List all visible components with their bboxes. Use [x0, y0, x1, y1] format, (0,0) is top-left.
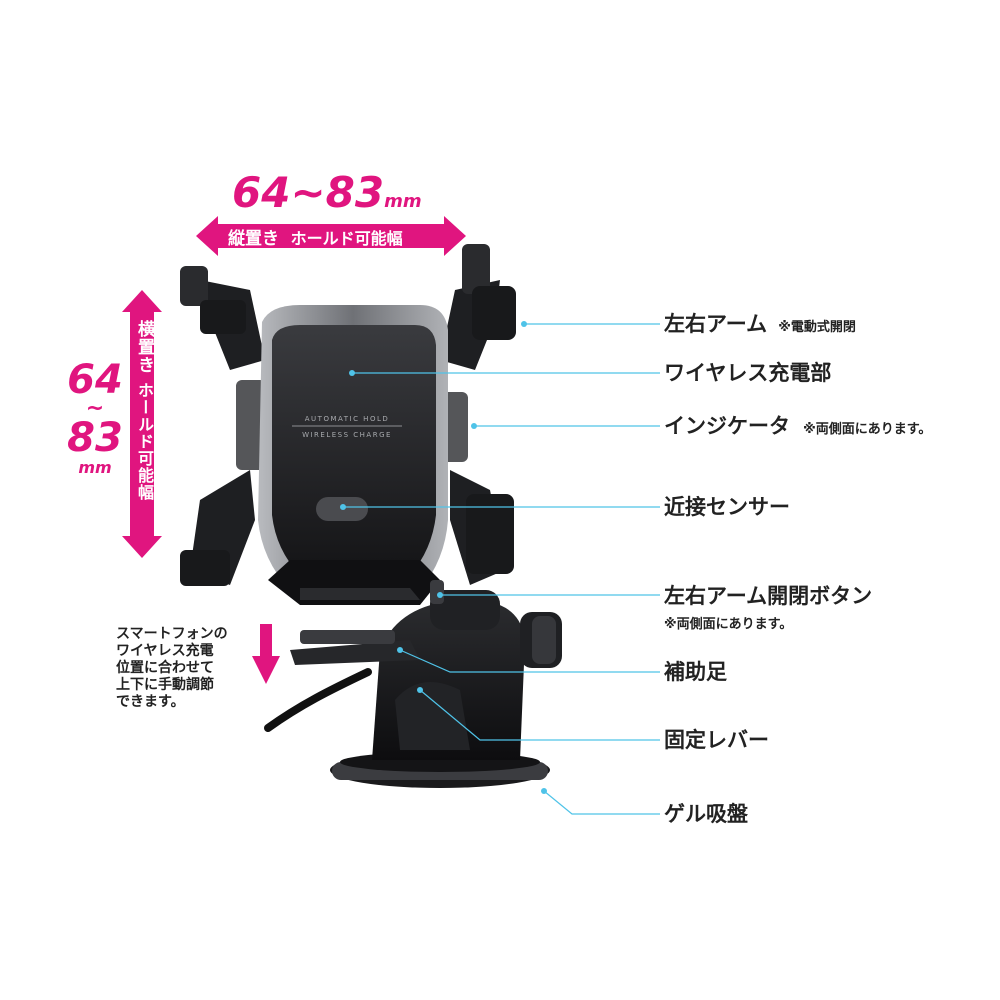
print-wireless-charge: WIRELESS CHARGE — [302, 431, 392, 439]
leader-line-pad — [543, 790, 660, 815]
right-top-arm — [440, 244, 516, 370]
callout-support-foot: 補助足 — [664, 660, 727, 684]
landscape-dimension-value: 64 ~ 83 mm — [67, 357, 123, 477]
left-bottom-arm — [180, 470, 255, 586]
callout-fixing-lever: 固定レバー — [664, 728, 769, 752]
callout-indicator: インジケータ ※両側面にあります。 — [664, 414, 932, 438]
down-arrow-icon — [252, 624, 280, 684]
landscape-dimension-caption: 横置きホールド可能幅 — [134, 320, 154, 501]
usb-cable — [264, 668, 372, 732]
callout-gel-suction-pad: ゲル吸盤 — [664, 802, 748, 826]
portrait-dimension-value: 64~83mm — [232, 168, 422, 217]
left-top-arm — [180, 266, 265, 370]
portrait-dimension-caption: 縦置き ホールド可能幅 — [228, 229, 403, 249]
leader-line-foot — [399, 649, 660, 673]
leader-line-lever — [419, 689, 660, 741]
wireless-charging-face — [272, 325, 436, 575]
callout-arm-button: 左右アーム開閉ボタン ※両側面にあります。 — [664, 584, 873, 633]
landscape-width-arrow — [122, 290, 162, 558]
callout-left-right-arms: 左右アーム ※電動式開閉 — [664, 312, 856, 336]
support-foot — [290, 640, 420, 665]
manual-adjust-note: スマートフォンの ワイヤレス充電 位置に合わせて 上下に手動調節 できます。 — [116, 626, 228, 710]
right-bottom-arm — [450, 470, 514, 585]
portrait-width-arrow — [196, 216, 466, 256]
callout-wireless-charger: ワイヤレス充電部 — [664, 361, 832, 385]
arm-open-close-button — [430, 580, 444, 604]
callout-proximity-sensor: 近接センサー — [664, 495, 790, 519]
print-automatic-hold: AUTOMATIC HOLD — [305, 415, 390, 423]
